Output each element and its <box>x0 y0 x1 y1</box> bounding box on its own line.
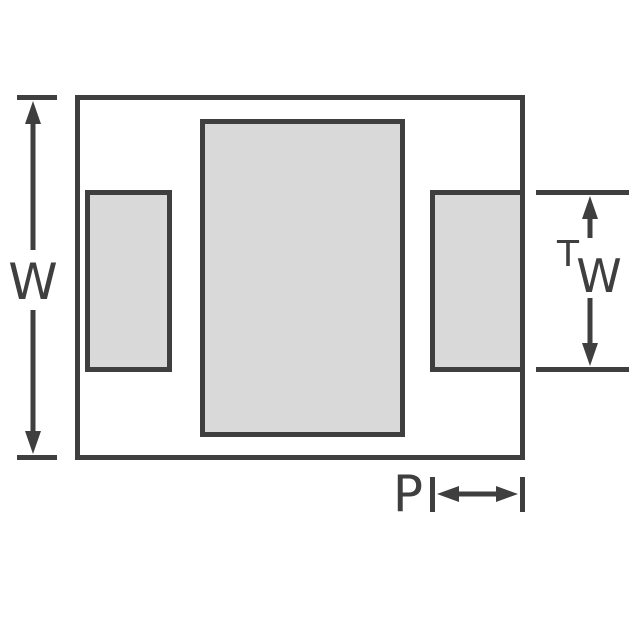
right-terminal-pad <box>430 190 525 372</box>
dimension-label-t-sub-w: W <box>576 249 621 303</box>
arrow-up-icon <box>25 101 41 124</box>
center-pad <box>200 119 405 437</box>
dimension-label-p: P <box>393 465 423 523</box>
arrow-down-icon <box>25 431 41 454</box>
dimension-tw: T W <box>536 190 629 372</box>
arrow-up-icon <box>582 196 598 219</box>
left-terminal-pad <box>85 190 172 372</box>
arrow-down-icon <box>582 343 598 366</box>
arrow-right-icon <box>496 486 518 502</box>
dimension-label-t: T <box>556 234 580 275</box>
component-outline <box>75 95 525 460</box>
dimension-label-w: W <box>8 253 57 311</box>
dimension-p: P <box>393 465 525 523</box>
dimension-w: W <box>8 95 58 460</box>
arrow-left-icon <box>437 486 459 502</box>
